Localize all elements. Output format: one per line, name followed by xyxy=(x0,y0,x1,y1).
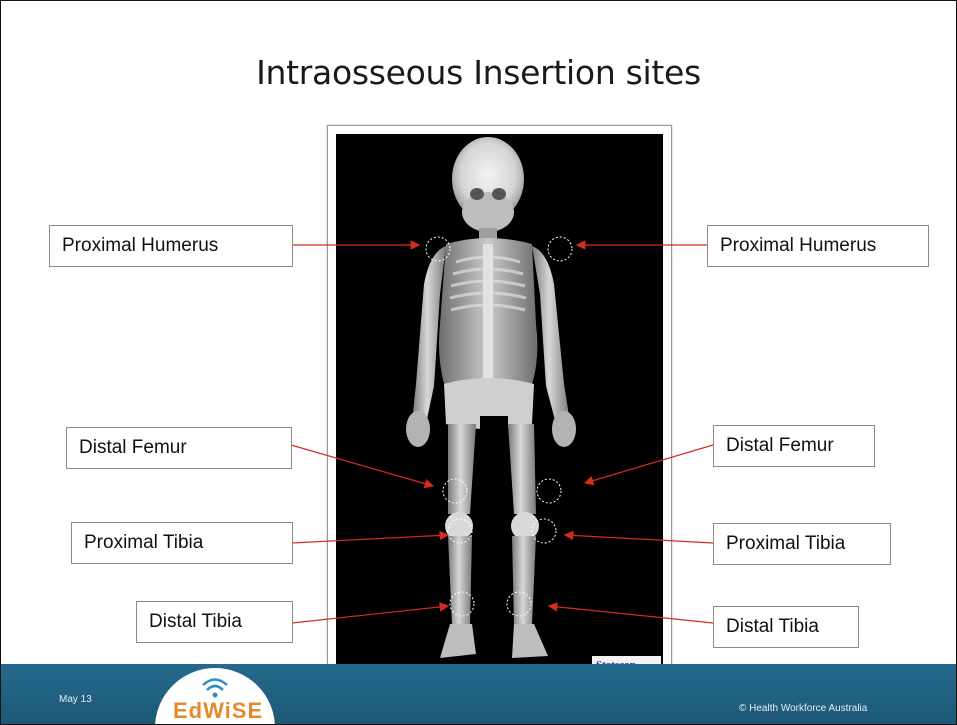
edwise-logo-text: EdWiSE xyxy=(173,698,263,724)
label-left-distal-femur: Distal Femur xyxy=(66,427,292,469)
footer-copyright: © Health Workforce Australia xyxy=(739,703,867,714)
footer-date: May 13 xyxy=(59,694,92,705)
label-right-distal-tibia: Distal Tibia xyxy=(713,606,859,648)
xray-skeleton-illustration xyxy=(336,134,663,673)
label-left-distal-tibia: Distal Tibia xyxy=(136,601,293,643)
xray-image: Statscan xyxy=(336,134,663,673)
label-right-distal-femur: Distal Femur xyxy=(713,425,875,467)
label-left-proximal-humerus: Proximal Humerus xyxy=(49,225,293,267)
label-right-proximal-tibia: Proximal Tibia xyxy=(713,523,891,565)
footer-bar xyxy=(1,664,956,724)
label-left-proximal-tibia: Proximal Tibia xyxy=(71,522,293,564)
slide-title: Intraosseous Insertion sites xyxy=(1,53,956,92)
xray-image-frame: Statscan xyxy=(327,125,672,682)
label-right-proximal-humerus: Proximal Humerus xyxy=(707,225,929,267)
